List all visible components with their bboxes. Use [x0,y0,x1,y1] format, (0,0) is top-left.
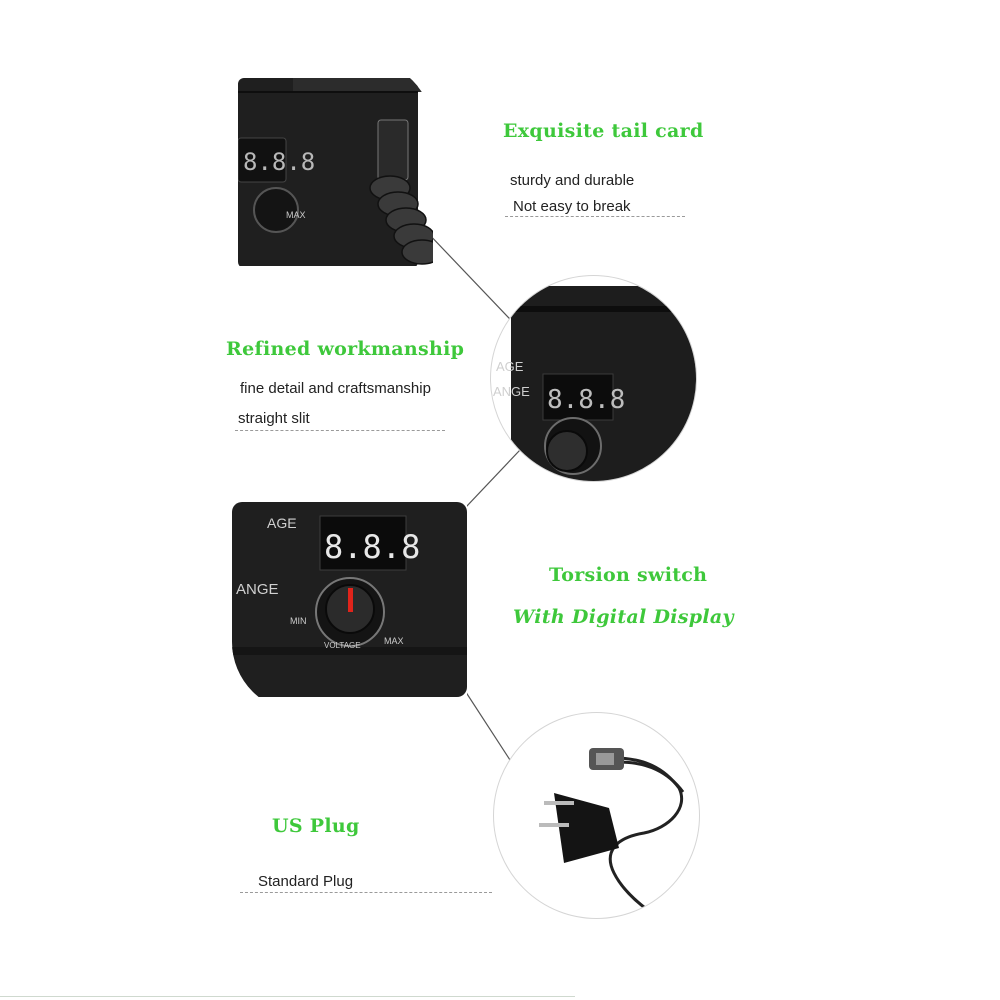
feature-subtitle-digital-display: With Digital Display [513,606,734,628]
feature-line: Standard Plug [258,873,354,890]
divider-dashed [235,430,445,431]
svg-text:AGE: AGE [496,359,524,374]
svg-text:MAX: MAX [384,636,404,646]
feature-line: straight slit [238,410,310,427]
tail-card-photo: 8.8.8 MAX [238,60,433,266]
feature-title-torsion-switch: Torsion switch [549,564,708,586]
svg-text:MAX: MAX [286,210,306,220]
feature-line: Not easy to break [513,198,631,215]
workmanship-photo: AGE ANGE 8.8.8 [490,275,697,482]
torsion-switch-photo: AGE ANGE 8.8.8 MIN MAX VOLTAGE [232,502,467,712]
svg-text:8.8.8: 8.8.8 [547,385,625,415]
svg-text:ANGE: ANGE [493,384,530,399]
divider-dashed [240,892,492,893]
svg-text:MIN: MIN [290,616,307,626]
bottom-divider [0,996,575,997]
divider-dashed [505,216,685,217]
feature-line: fine detail and craftsmanship [240,380,431,397]
svg-text:8.8.8: 8.8.8 [324,528,420,566]
feature-title-us-plug: US Plug [272,815,360,837]
svg-text:AGE: AGE [267,515,297,531]
svg-text:ANGE: ANGE [236,581,279,598]
svg-text:8.8.8: 8.8.8 [243,148,315,176]
us-plug-photo [493,712,700,919]
svg-text:VOLTAGE: VOLTAGE [324,641,361,650]
feature-title-tail-card: Exquisite tail card [503,120,704,142]
feature-title-workmanship: Refined workmanship [226,338,465,360]
feature-line: sturdy and durable [510,172,635,189]
